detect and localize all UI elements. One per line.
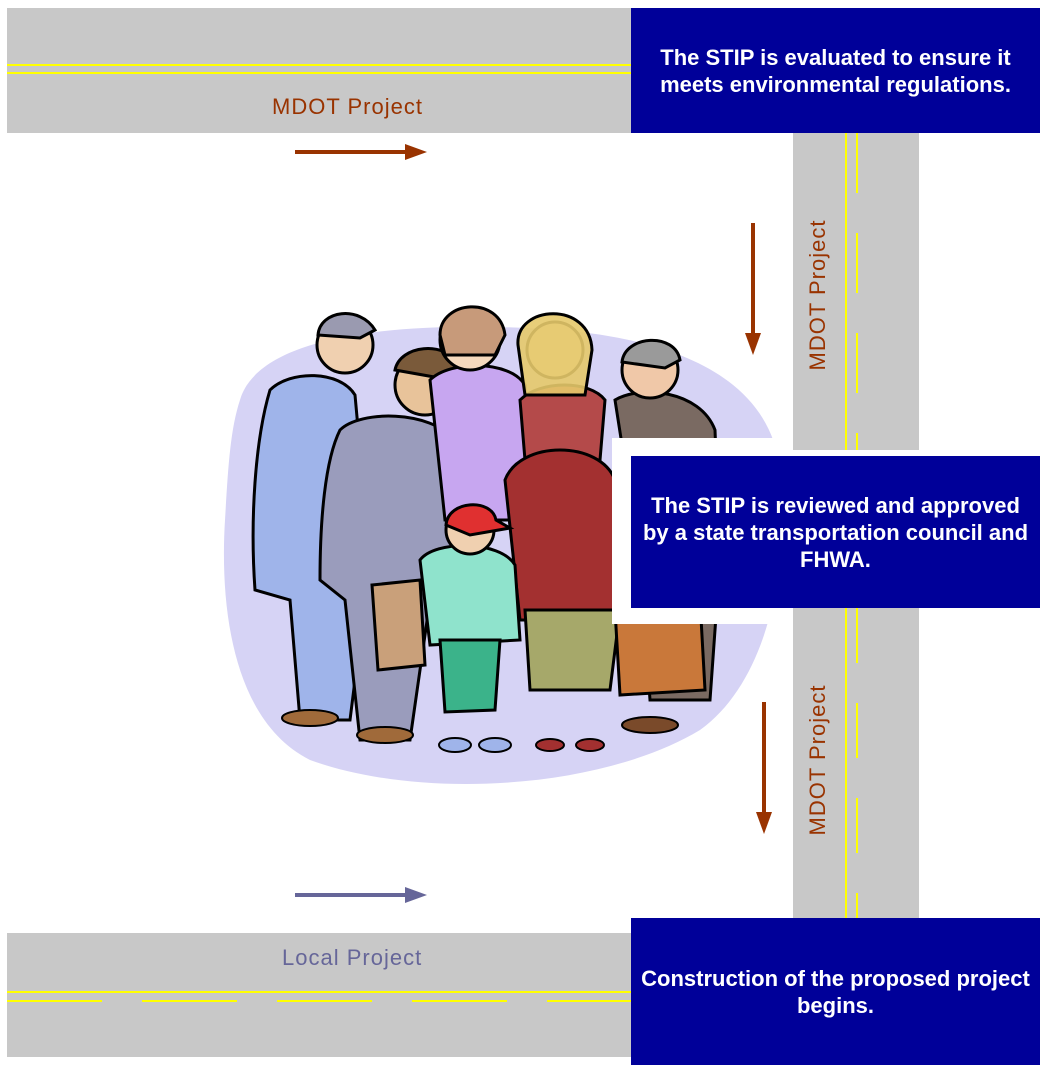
step-text-construction: Construction of the proposed project beg…: [641, 965, 1030, 1018]
step-box-construction: Construction of the proposed project beg…: [631, 918, 1040, 1065]
vertical-lower-road-label: MDOT Project: [805, 684, 830, 836]
top-road-label: MDOT Project: [272, 94, 423, 119]
step-box-review: The STIP is reviewed and approved by a s…: [631, 456, 1040, 608]
mdot-arrow-down-lower: [756, 702, 772, 834]
mdot-arrow-down-upper: [745, 223, 761, 355]
top-road: [7, 8, 631, 133]
local-arrow-right: [295, 887, 427, 903]
mdot-arrow-right: [295, 144, 427, 160]
step-text-review: The STIP is reviewed and approved by a s…: [642, 492, 1029, 572]
step-box-environmental: The STIP is evaluated to ensure it meets…: [631, 8, 1040, 133]
bottom-road: [7, 933, 631, 1057]
vertical-upper-road-label: MDOT Project: [805, 219, 830, 371]
bottom-road-label: Local Project: [282, 945, 423, 970]
step-text-environmental: The STIP is evaluated to ensure it meets…: [660, 44, 1011, 97]
